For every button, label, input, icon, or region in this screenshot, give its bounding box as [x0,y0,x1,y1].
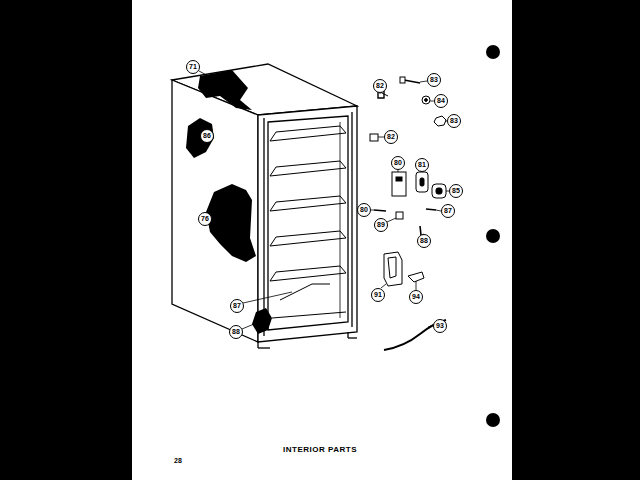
leader-lines [199,71,449,329]
cut-away-insulation [186,70,272,334]
callout-number: 88 [228,328,244,336]
callout-number: 93 [432,322,448,330]
loose-parts [370,77,446,350]
caption: INTERIOR PARTS [283,445,357,455]
callout-number: 81 [414,161,430,169]
callout-number: 86 [199,132,215,140]
punch-holes [486,45,500,427]
callout-rings [187,61,463,339]
callout-number: 88 [416,237,432,245]
cabinet [172,64,357,348]
callout-number: 76 [197,215,213,223]
callout-number: 85 [448,187,464,195]
callout-number: 89 [373,221,389,229]
callout-number: 82 [372,82,388,90]
callout-number: 91 [370,291,386,299]
callout-number: 82 [383,133,399,141]
paper [132,0,512,480]
callout-number: 80 [390,159,406,167]
shelves [270,126,346,318]
callout-number: 80 [356,206,372,214]
callout-number: 83 [446,117,462,125]
page-number: 28 [174,457,182,465]
callout-number: 87 [229,302,245,310]
callout-number: 83 [426,76,442,84]
callout-number: 84 [433,97,449,105]
callout-number: 71 [185,63,201,71]
callout-number: 94 [408,293,424,301]
callout-number: 87 [440,207,456,215]
